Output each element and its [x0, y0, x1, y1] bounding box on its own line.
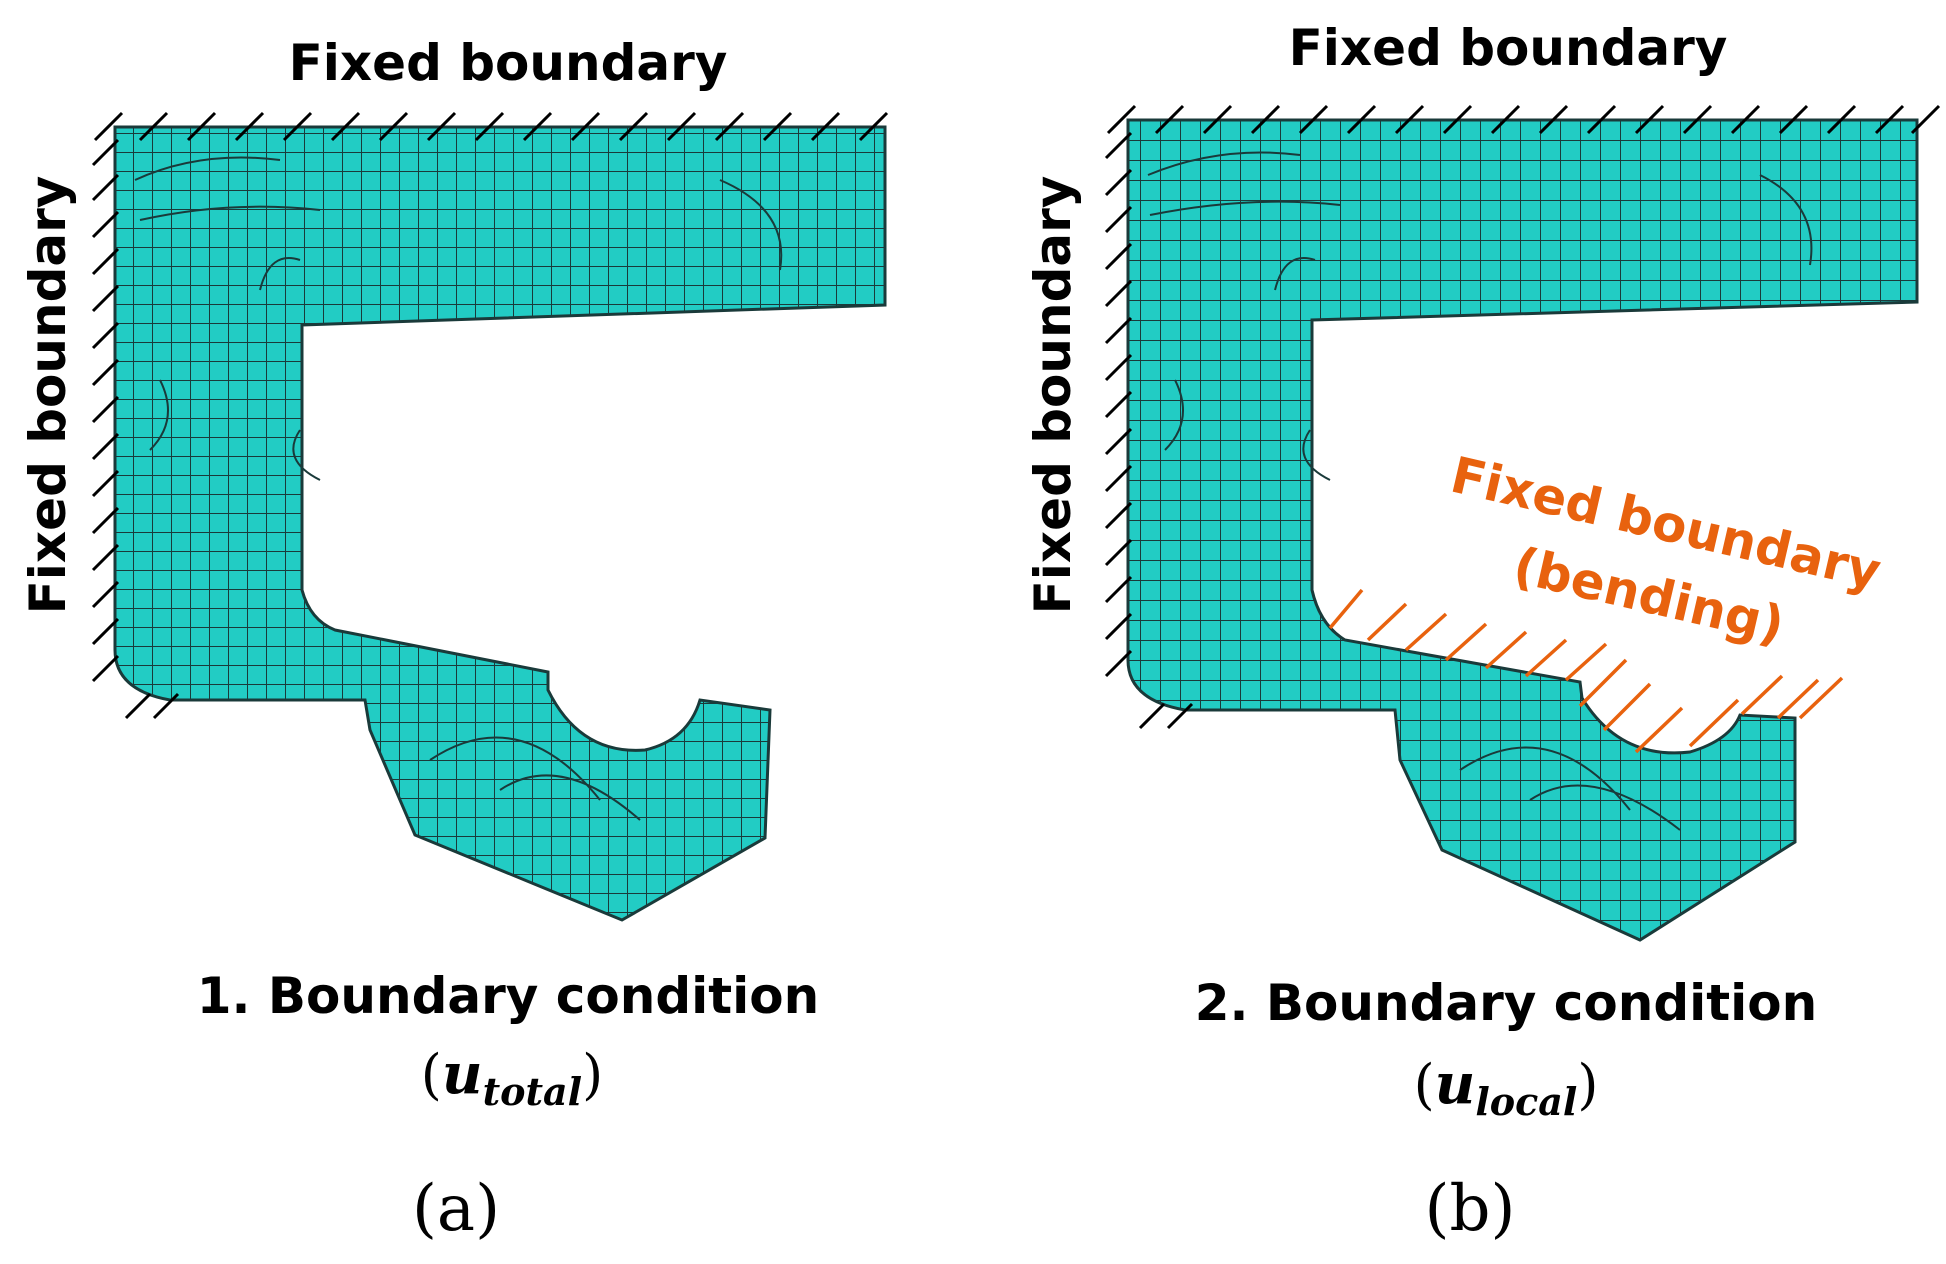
side-label-b: Fixed boundary: [1024, 176, 1082, 615]
caption-var-a: u: [442, 1041, 483, 1107]
caption-sub-b: local: [1475, 1079, 1577, 1124]
caption-paren-open-b: (: [1414, 1053, 1435, 1116]
caption-math-a: (utotal): [421, 1041, 603, 1114]
mesh-curve-lines-a: [134, 156, 783, 821]
caption-math-b: (ulocal): [1414, 1051, 1599, 1124]
panel-letter-a: (a): [412, 1172, 500, 1246]
panel-a: Fixed boundary Fixed boundary 1. Boundar…: [19, 34, 889, 1246]
panel-b: Fixed boundary Fixed boundary Fixed boun…: [1024, 19, 1941, 1246]
top-label-a: Fixed boundary: [289, 34, 728, 92]
caption-paren-close-b: ): [1577, 1053, 1598, 1116]
panel-letter-b: (b): [1425, 1172, 1516, 1246]
side-label-a: Fixed boundary: [19, 176, 77, 615]
caption-sub-a: total: [483, 1069, 583, 1114]
top-label-b: Fixed boundary: [1289, 19, 1728, 77]
top-hatch-a: [93, 111, 889, 142]
mesh-body-a: [113, 125, 887, 922]
caption-paren-close-a: ): [582, 1043, 603, 1106]
left-hatch-b: [1104, 131, 1194, 730]
caption-var-b: u: [1435, 1051, 1476, 1117]
mesh-curve-lines-b: [1147, 151, 1813, 831]
caption-line1-a: 1. Boundary condition: [197, 967, 820, 1025]
top-hatch-b: [1106, 104, 1941, 135]
caption-line1-b: 2. Boundary condition: [1195, 974, 1818, 1032]
left-hatch-a: [91, 138, 180, 720]
bending-hatch-b: [1328, 588, 1844, 754]
caption-paren-open-a: (: [421, 1043, 442, 1106]
